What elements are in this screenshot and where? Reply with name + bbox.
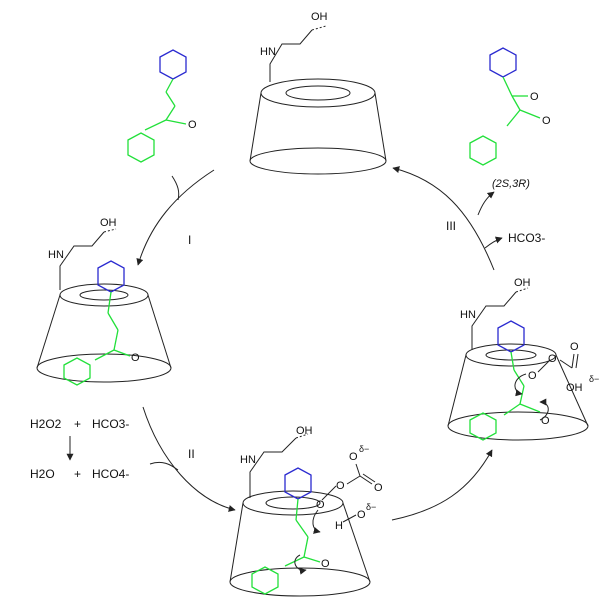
peroxide-o-label: O <box>316 499 325 511</box>
hydroxyl-label: OH <box>514 277 531 289</box>
step-3-label: III <box>446 219 456 233</box>
amine-label: HN <box>460 309 476 321</box>
cyclodextrin-complex-right: HN OH O O O O OH δ− <box>447 277 599 441</box>
bridge-o-label: O <box>336 480 345 492</box>
amine-label: HN <box>240 454 256 466</box>
peroxide-o-label: O <box>528 370 537 382</box>
step-1-arrow <box>136 169 215 266</box>
chalcone-substrate: O <box>127 49 197 163</box>
product-exit-arrow <box>477 191 495 216</box>
carbonyl-o-label: O <box>321 558 330 570</box>
ketone-o-label: O <box>542 115 551 127</box>
step-3-arrow <box>392 166 495 271</box>
step-2-arrow <box>142 406 236 512</box>
product-configuration: (2S,3R) <box>492 178 530 190</box>
step-1-label: I <box>188 233 191 247</box>
oxidant-entry-arrow <box>149 461 179 471</box>
cyclodextrin-complex-left: HN OH O <box>36 217 172 386</box>
hco3-label: HCO3- <box>92 417 129 431</box>
step-4-arrow <box>391 449 493 521</box>
substrate-entry-arrow <box>171 175 180 201</box>
cyclodextrin-top: HN OH <box>249 11 387 175</box>
hydroxyl-label: OH <box>296 425 313 437</box>
step-2-label: II <box>188 447 195 461</box>
h2o-label: H2O <box>30 467 55 481</box>
partial-charge: δ− <box>366 502 376 512</box>
h2o2-label: H2O2 <box>30 417 62 431</box>
bridge-o-label: O <box>548 353 557 365</box>
oxidant-equation: H2O2 + HCO3- H2O + HCO4- <box>30 417 129 481</box>
carbonyl-o-label: O <box>188 119 197 131</box>
plus-sign: + <box>74 417 81 431</box>
partial-charge: δ− <box>359 444 369 454</box>
hydroxyl-label: OH <box>100 217 117 229</box>
carbonyl-o-label: O <box>541 415 550 427</box>
epoxide-o-label: O <box>530 91 539 103</box>
hco4-label: HCO4- <box>92 467 129 481</box>
carbonyl-o-label: O <box>570 341 579 353</box>
hydrogen-label: H <box>335 520 343 532</box>
hydroxyl-label: OH <box>311 11 328 23</box>
carbonyl-o-label: O <box>374 482 383 494</box>
amine-label: HN <box>48 249 64 261</box>
carbonate-o-label: O <box>349 451 358 463</box>
carbonyl-o-label: O <box>131 352 140 364</box>
hydroxide-o-label: O <box>357 509 366 521</box>
partial-charge: δ− <box>589 374 599 384</box>
epoxide-product: O O (2S,3R) <box>469 47 551 190</box>
amine-label: HN <box>260 46 276 58</box>
bicarbonate-exit-arrow <box>484 236 503 249</box>
plus-sign: + <box>74 467 81 481</box>
hydroxyl-label: OH <box>566 382 583 394</box>
cyclodextrin-complex-bottom: HN OH O O H O O O δ− O δ− <box>229 425 383 597</box>
bicarbonate-label: HCO3- <box>508 231 545 245</box>
